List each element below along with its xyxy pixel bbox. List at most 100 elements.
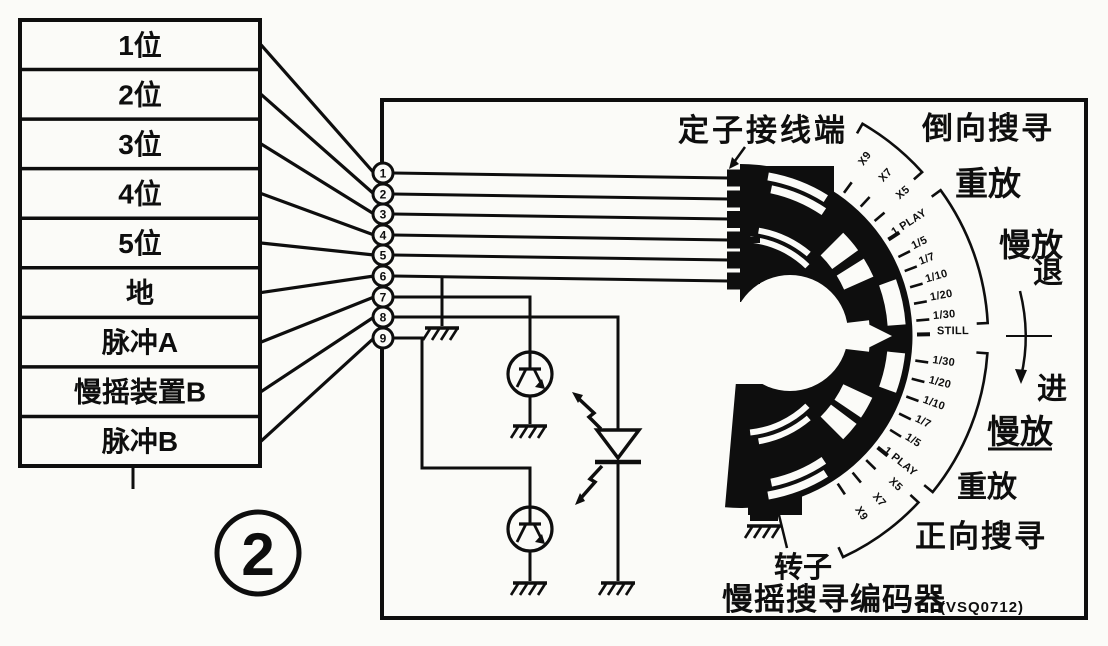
slow-top-label: 慢放 <box>999 227 1064 263</box>
dial-label: 1/30 <box>932 354 956 369</box>
dial-label: 1/5 <box>910 234 930 252</box>
fan-wire <box>259 336 376 443</box>
ground-icon <box>743 524 781 539</box>
fan-wire <box>260 274 375 295</box>
photo-transistor-b <box>506 505 554 553</box>
light-ray-down-icon <box>575 464 604 505</box>
terminal-number: 6 <box>380 270 387 284</box>
dial-label: 1/10 <box>924 268 949 286</box>
ground-icon <box>421 326 459 341</box>
terminal-number: 4 <box>380 229 387 243</box>
fan-wire <box>260 142 375 216</box>
enclosure-box <box>380 98 1088 620</box>
connector-row-label: 5位 <box>118 227 162 259</box>
rotor-leader-line <box>776 510 789 549</box>
group-bracket <box>837 493 921 559</box>
fan-wire <box>259 43 376 175</box>
terminal-number: 5 <box>380 249 387 263</box>
jog-direction-arrow <box>1006 290 1052 384</box>
dial-label: X7 <box>877 166 895 184</box>
encoder-mouth <box>688 302 790 384</box>
connector-row-label: 1位 <box>118 29 162 61</box>
dial-label: 1/20 <box>929 288 953 304</box>
group-bracket <box>855 122 924 181</box>
code-slot <box>758 227 811 257</box>
stator-terminal-square <box>727 251 747 269</box>
code-slot <box>749 236 810 269</box>
light-ray-up-icon <box>572 392 603 431</box>
code-slot <box>820 404 857 440</box>
dial-tick <box>911 377 925 384</box>
wire-bit5 <box>392 253 729 262</box>
wire-bit4 <box>392 233 729 242</box>
dial-label: 1/7 <box>917 251 936 268</box>
dial-tick <box>897 250 911 259</box>
dial-tick <box>851 471 862 484</box>
stator-terminal-square <box>727 272 747 290</box>
connector-row-label: 2位 <box>118 78 162 110</box>
stator-terminal-square <box>727 169 747 187</box>
circuit-wires <box>392 171 729 581</box>
slow-bottom-label: 慢放 <box>987 413 1054 450</box>
dial-tick <box>905 395 919 403</box>
stator-terminal-square <box>727 190 747 208</box>
dial-group-brackets <box>837 122 990 559</box>
dial-label: STILL <box>937 325 969 337</box>
stator-terminal-square <box>727 211 747 228</box>
code-slot <box>767 172 828 202</box>
connector-table-border <box>18 18 262 468</box>
group-bracket <box>923 351 989 494</box>
back-label: 退 <box>1033 257 1063 290</box>
dial-tick <box>876 445 889 458</box>
forward-search-label: 正向搜寻 <box>915 519 1047 554</box>
forward-label: 进 <box>1037 373 1067 406</box>
stator-terminal-stub <box>746 175 760 181</box>
figure-number: 2 <box>241 521 274 588</box>
ground-icon <box>597 581 635 596</box>
dial-tick <box>887 230 901 242</box>
connector-row-label: 地 <box>126 278 154 309</box>
connector-row-label: 慢摇装置B <box>74 377 206 408</box>
group-bracket <box>930 188 990 325</box>
dial-tick <box>889 428 902 438</box>
terminal-number: 8 <box>380 311 387 325</box>
reverse-search-label: 倒向搜寻 <box>921 111 1054 146</box>
dial-label: 1/10 <box>921 394 946 413</box>
wire-pulse-a <box>393 295 532 352</box>
stator-terminal-squares <box>727 169 760 290</box>
dial-tick <box>916 318 930 322</box>
dial-ticks <box>836 181 931 496</box>
terminal-number: 7 <box>380 291 387 305</box>
arrow-head-icon <box>1015 369 1027 384</box>
fan-wire <box>260 191 375 237</box>
dial-label: X5 <box>894 184 912 202</box>
dial-label: X5 <box>886 475 904 493</box>
code-slot <box>770 457 827 487</box>
code-slot <box>879 351 906 393</box>
fan-wire <box>259 93 376 196</box>
still-pointer-slot <box>869 324 892 348</box>
figure-number-badge: 2 <box>214 509 302 597</box>
connector-row-label: 脉冲A <box>102 327 178 358</box>
code-slot <box>767 470 828 500</box>
connector-row-label: 3位 <box>118 128 162 160</box>
dial-label: 1/7 <box>913 413 933 431</box>
stator-leader-arrow <box>729 146 747 169</box>
rotor-foot <box>750 505 778 521</box>
connector-row-label: 4位 <box>118 177 162 209</box>
stator-terminal-stub <box>746 237 760 243</box>
code-slot <box>879 279 906 326</box>
encoder-part-number: (VSQ0712) <box>940 599 1024 616</box>
code-slot <box>758 415 811 445</box>
stator-terminal-stub <box>746 216 760 223</box>
terminal-circle <box>371 326 395 350</box>
photo-transistor-a <box>506 350 554 398</box>
dial-tick <box>915 359 929 364</box>
ground-icon <box>509 581 547 596</box>
wire-bit1 <box>392 171 729 180</box>
connector-row-dividers <box>20 67 260 419</box>
arrow-curve <box>1018 290 1027 378</box>
